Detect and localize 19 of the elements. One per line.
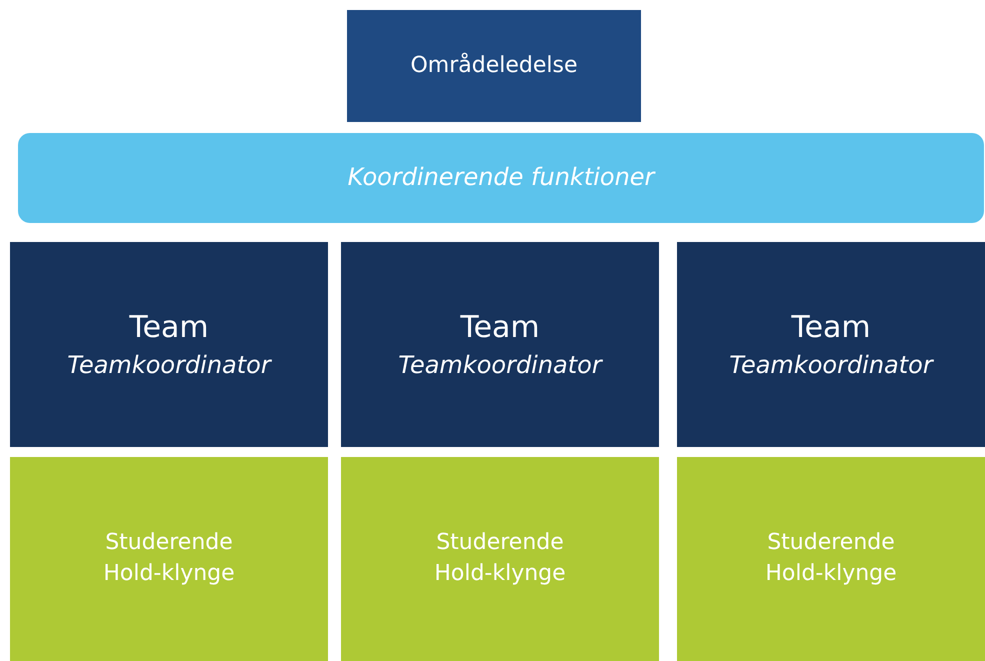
group-label: Studerende Hold-klynge	[764, 529, 898, 588]
student-group-box	[341, 457, 659, 661]
student-group-box	[10, 457, 328, 661]
team-box	[10, 242, 328, 447]
role-subtitle: Teamkoordinator	[729, 350, 933, 381]
team-box	[341, 242, 659, 447]
coordination-band	[18, 133, 984, 223]
role-subtitle: Teamkoordinator	[67, 350, 271, 381]
management-box	[347, 10, 641, 122]
team-title: Team	[460, 308, 540, 347]
box-title: Områdeledelse	[410, 52, 578, 80]
box-title: Koordinerende funktioner	[348, 162, 654, 194]
role-subtitle: Teamkoordinator	[398, 350, 602, 381]
group-label: Studerende Hold-klynge	[433, 529, 567, 588]
team-title: Team	[129, 308, 209, 347]
student-group-box	[677, 457, 985, 661]
team-title: Team	[791, 308, 871, 347]
group-label: Studerende Hold-klynge	[102, 529, 236, 588]
team-box	[677, 242, 985, 447]
